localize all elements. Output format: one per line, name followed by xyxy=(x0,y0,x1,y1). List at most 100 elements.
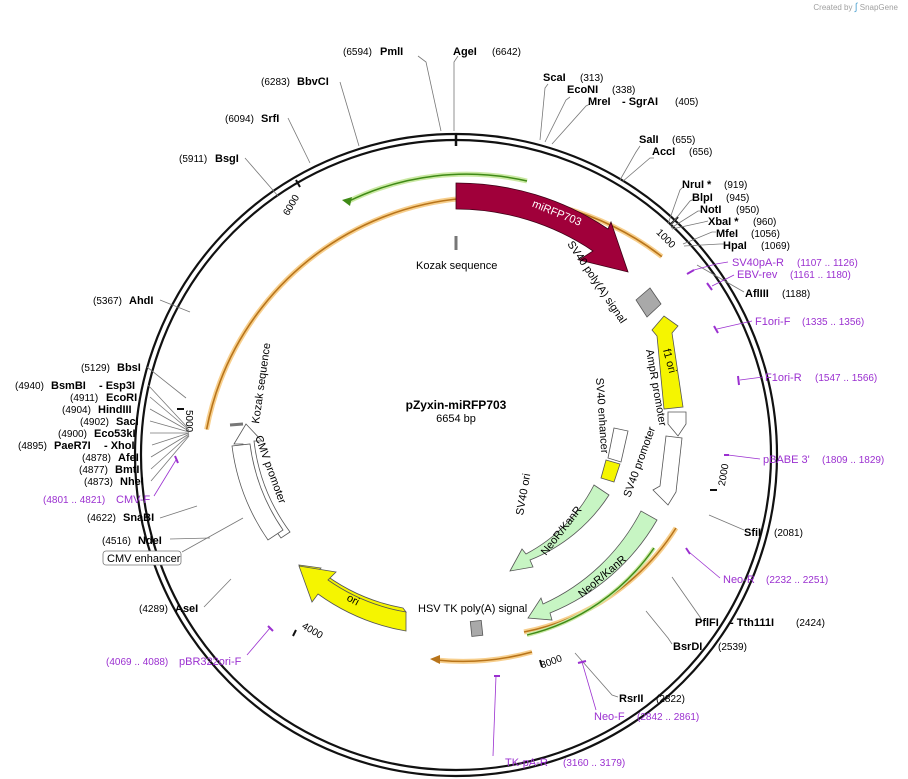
primer-tk-pa-r[interactable]: TK-pA-R xyxy=(505,757,548,769)
site-sfii[interactable]: SfiI xyxy=(744,527,761,539)
neor-outer-feature[interactable] xyxy=(527,510,658,621)
primer-neo-r[interactable]: Neo-R xyxy=(723,574,755,586)
tick-label-3000: 3000 xyxy=(539,653,564,671)
site-bbvci[interactable]: BbvCI xyxy=(297,76,329,88)
site-snabi[interactable]: SnaBI xyxy=(123,512,154,524)
primer-neo-f[interactable]: Neo-F xyxy=(594,711,625,723)
site-eco53ki-pos: (4900) xyxy=(58,429,87,440)
neor-inner-feature[interactable] xyxy=(509,484,610,572)
primer-ebv-rev[interactable]: EBV-rev xyxy=(737,269,778,281)
site-econi-pos: (338) xyxy=(612,85,635,96)
cmv-promoter-feature xyxy=(231,443,284,541)
site-srfi[interactable]: SrfI xyxy=(261,113,279,125)
primer-pbr322ori-f-pos: (4069 .. 4088) xyxy=(106,657,168,668)
site-paer7i-pos: (4895) xyxy=(18,441,47,452)
site-acci[interactable]: AccI xyxy=(652,146,675,158)
sv40-ori-feature[interactable] xyxy=(600,459,621,483)
site-nrui[interactable]: NruI * xyxy=(682,179,712,191)
site-blpi[interactable]: BlpI xyxy=(692,192,713,204)
site-asei[interactable]: AseI xyxy=(175,603,198,615)
site-afei[interactable]: AfeI xyxy=(118,452,139,464)
site-bmti-pos: (4877) xyxy=(79,465,108,476)
orf-arc-bottom xyxy=(435,651,533,663)
site-hpai-pos: (1069) xyxy=(761,241,790,252)
site-afliii[interactable]: AflIII xyxy=(745,288,769,300)
tick-label-6000: 6000 xyxy=(281,193,302,218)
ampr-promoter-feature[interactable] xyxy=(667,411,687,437)
site-bmti[interactable]: BmtI xyxy=(115,464,139,476)
site-sali-pos: (655) xyxy=(672,135,695,146)
ori-feature-body xyxy=(298,565,407,632)
ori-label: ori xyxy=(345,592,361,608)
site-bbvci-pos: (6283) xyxy=(261,77,290,88)
plasmid-size: 6654 bp xyxy=(436,413,476,425)
site-pmli[interactable]: PmlI xyxy=(380,46,403,58)
site-econi[interactable]: EcoNI xyxy=(567,84,598,96)
snapgene-credit: Created by ∫ SnapGene xyxy=(813,2,898,13)
site-sfii-pos: (2081) xyxy=(774,528,803,539)
site-xhoi[interactable]: - XhoI xyxy=(104,440,135,452)
site-sgrai[interactable]: - SgrAI xyxy=(622,96,658,108)
primer-sv40pa-r[interactable]: SV40pA-R xyxy=(732,257,784,269)
site-pflfi[interactable]: PflFI xyxy=(695,617,719,629)
site-noti[interactable]: NotI xyxy=(700,204,721,216)
site-sali[interactable]: SalI xyxy=(639,134,659,146)
site-hindiii-pos: (4904) xyxy=(62,405,91,416)
site-saci[interactable]: SacI xyxy=(116,416,139,428)
site-ndei[interactable]: NdeI xyxy=(138,535,162,547)
site-agei[interactable]: AgeI xyxy=(453,46,477,58)
credit-brand: SnapGene xyxy=(859,3,898,12)
site-xbai[interactable]: XbaI * xyxy=(708,216,739,228)
site-hpai[interactable]: HpaI xyxy=(723,240,747,252)
scale-ticks: 1000 2000 3000 4000 5000 6000 xyxy=(177,179,732,671)
site-mrei[interactable]: MreI xyxy=(588,96,611,108)
kozak-left-label: Kozak sequence xyxy=(250,342,273,424)
site-bsgi-pos: (5911) xyxy=(179,154,207,165)
cmv-enhancer-box[interactable] xyxy=(102,550,182,566)
site-esp3i[interactable]: - Esp3I xyxy=(99,380,135,392)
site-hindiii[interactable]: HindIII xyxy=(98,404,132,416)
site-rsrii[interactable]: RsrII xyxy=(619,693,643,705)
orf-arc-green-head xyxy=(342,197,352,206)
site-tth111i[interactable]: - Tth111I xyxy=(730,617,774,629)
f1-ori-feature[interactable] xyxy=(651,315,684,410)
site-asei-pos: (4289) xyxy=(139,604,168,615)
site-agei-pos: (6642) xyxy=(492,47,521,58)
tick-label-2000: 2000 xyxy=(717,463,732,487)
primer-neo-r-pos: (2232 .. 2251) xyxy=(766,575,828,586)
primer-f1ori-r[interactable]: F1ori-R xyxy=(765,372,802,384)
site-leaders xyxy=(146,55,745,698)
site-scai[interactable]: ScaI xyxy=(543,72,566,84)
site-snabi-pos: (4622) xyxy=(87,513,116,524)
site-noti-pos: (950) xyxy=(736,205,759,216)
site-bsmbi[interactable]: BsmBI xyxy=(51,380,86,392)
primer-pbabe-3-pos: (1809 .. 1829) xyxy=(822,455,884,466)
sv40-polya-feature[interactable] xyxy=(635,287,662,318)
site-xbai-pos: (960) xyxy=(753,217,776,228)
site-nhei[interactable]: NheI xyxy=(120,476,144,488)
site-mrei-pos: (405) xyxy=(675,97,698,108)
site-paer7i[interactable]: PaeR7I xyxy=(54,440,91,452)
sv40-enhancer-feature[interactable] xyxy=(607,427,629,463)
site-mfei[interactable]: MfeI xyxy=(716,228,738,240)
site-bsgi[interactable]: BsgI xyxy=(215,153,239,165)
sv40-promoter-outer-feature[interactable] xyxy=(652,435,683,506)
mirfp703-feature[interactable] xyxy=(455,182,629,273)
site-blpi-pos: (945) xyxy=(726,193,749,204)
site-ahdi[interactable]: AhdI xyxy=(129,295,153,307)
site-bsrdi[interactable]: BsrDI xyxy=(673,641,702,653)
primer-pbabe-3[interactable]: pBABE 3' xyxy=(763,454,810,466)
primer-pbr322ori-f[interactable]: pBR322ori-F xyxy=(179,656,242,668)
site-scai-pos: (313) xyxy=(580,73,603,84)
primer-cmv-f[interactable]: CMV-F xyxy=(116,494,151,506)
hsv-tk-polya-feature[interactable] xyxy=(469,619,484,637)
site-bbsi-pos: (5129) xyxy=(81,363,110,374)
site-eco53ki[interactable]: Eco53kI xyxy=(94,428,136,440)
primer-sv40pa-r-pos: (1107 .. 1126) xyxy=(797,258,858,269)
site-ecori[interactable]: EcoRI xyxy=(106,392,137,404)
primer-f1ori-f[interactable]: F1ori-F xyxy=(755,316,791,328)
site-pflfi-pos: (2424) xyxy=(796,618,825,629)
site-bbsi[interactable]: BbsI xyxy=(117,362,141,374)
primer-f1ori-r-pos: (1547 .. 1566) xyxy=(815,373,877,384)
site-ahdi-pos: (5367) xyxy=(93,296,122,307)
